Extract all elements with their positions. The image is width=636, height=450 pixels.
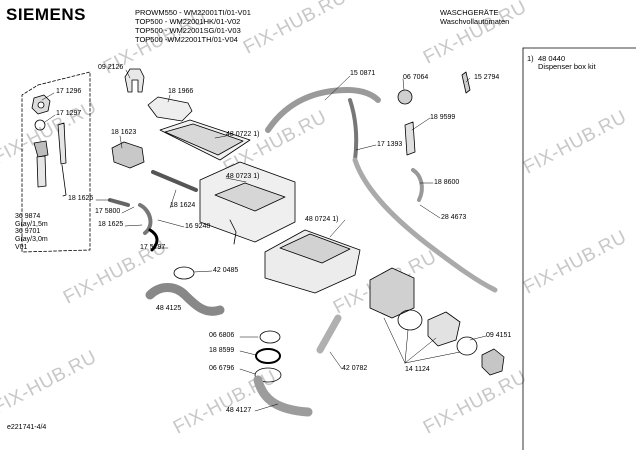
flow-meter-part bbox=[111, 141, 145, 169]
part-label: 48 4127 bbox=[226, 407, 252, 414]
part-label: Gray/3,0m bbox=[15, 236, 48, 243]
subcategory-title: Waschvollautomaten bbox=[440, 17, 510, 26]
part-label: Gray/1,5m bbox=[15, 221, 48, 228]
footnote-description: Dispenser box kit bbox=[538, 62, 596, 71]
small-hose-part bbox=[138, 203, 153, 235]
filter-part bbox=[481, 348, 505, 376]
seal-ring-part bbox=[397, 309, 423, 331]
part-label: 18 8600 bbox=[434, 179, 460, 186]
hose-clamp-part bbox=[254, 367, 282, 383]
drain-hose-part bbox=[253, 375, 313, 417]
part-label: 18 1623 bbox=[111, 129, 137, 136]
part-label: 09 2126 bbox=[98, 64, 124, 71]
valve-fitting-part bbox=[31, 94, 67, 197]
part-label: 15 0871 bbox=[350, 70, 376, 77]
part-label: 36 9874 bbox=[15, 213, 41, 220]
pressure-switch-part bbox=[397, 89, 413, 105]
part-label: 17 1296 bbox=[56, 88, 82, 95]
part-label: 14 1124 bbox=[405, 366, 430, 373]
part-label: 06 6796 bbox=[209, 365, 235, 372]
rod-part bbox=[151, 170, 198, 192]
pipe-part bbox=[316, 314, 342, 354]
part-label: 42 0782 bbox=[342, 365, 368, 372]
footnote-index: 1) bbox=[527, 54, 534, 63]
model-line: TOP500 - WM22001HK/01-V02 bbox=[135, 17, 241, 26]
part-label: 48 4125 bbox=[156, 305, 182, 312]
footnote-part-number: 48 0440 bbox=[538, 54, 566, 63]
part-label: 17 5800 bbox=[95, 208, 121, 215]
part-label: 18 1625 bbox=[98, 221, 124, 228]
category-title: WASCHGERÄTE bbox=[440, 8, 499, 17]
hose-clip-part bbox=[124, 68, 145, 93]
part-label: 36 9701 bbox=[15, 228, 41, 235]
part-label: 48 0723 1) bbox=[226, 173, 260, 180]
part-label: 17 1297 bbox=[56, 110, 82, 117]
part-label: V01 bbox=[15, 244, 28, 251]
clip-part bbox=[461, 71, 471, 94]
seal-ring-part bbox=[259, 330, 281, 344]
seal-ring-part bbox=[255, 348, 281, 364]
part-label: 09 4151 bbox=[486, 332, 512, 339]
part-label: 06 7064 bbox=[403, 74, 429, 81]
bellows-hose-part bbox=[145, 283, 225, 316]
bracket-part bbox=[147, 96, 193, 122]
brand-logo: SIEMENS bbox=[6, 5, 87, 24]
valve-kit-enclosure bbox=[21, 71, 91, 253]
small-hose-part bbox=[148, 228, 159, 252]
drain-pump-part bbox=[369, 267, 415, 319]
part-label: 17 5797 bbox=[140, 244, 166, 251]
part-label: 28 4673 bbox=[441, 214, 467, 221]
part-label: 18 9599 bbox=[430, 114, 456, 121]
part-label: 18 1966 bbox=[168, 88, 194, 95]
top-hose-part bbox=[265, 87, 381, 133]
hose-clamp-part bbox=[173, 266, 195, 280]
part-label: 17 1393 bbox=[377, 141, 403, 148]
document-id: e221741-4/4 bbox=[7, 424, 47, 431]
seal-ring-part bbox=[456, 336, 478, 356]
curved-hose-part bbox=[411, 168, 424, 202]
model-line: TOP500 - WM22001SG/01-V03 bbox=[135, 26, 241, 35]
model-line: TOP500 -WM22001TH/01-V04 bbox=[135, 35, 238, 44]
long-hose-part bbox=[352, 157, 498, 293]
part-label: 18 1626 bbox=[68, 195, 94, 202]
part-label: 48 0724 1) bbox=[305, 216, 339, 223]
pump-cover-part bbox=[427, 311, 461, 347]
part-label: 15 2794 bbox=[474, 74, 500, 81]
part-label: 16 9248 bbox=[185, 223, 211, 230]
hose-bracket-part bbox=[404, 121, 416, 156]
part-label: 48 0722 1) bbox=[226, 131, 260, 138]
part-label: 06 6806 bbox=[209, 332, 235, 339]
small-hose-part bbox=[108, 198, 130, 207]
part-label: 18 1624 bbox=[170, 202, 196, 209]
part-label: 18 8599 bbox=[209, 347, 235, 354]
leader-lines bbox=[41, 69, 487, 412]
model-line: PROWM550 - WM22001TI/01-V01 bbox=[135, 8, 251, 17]
part-label: 42 0485 bbox=[213, 267, 239, 274]
